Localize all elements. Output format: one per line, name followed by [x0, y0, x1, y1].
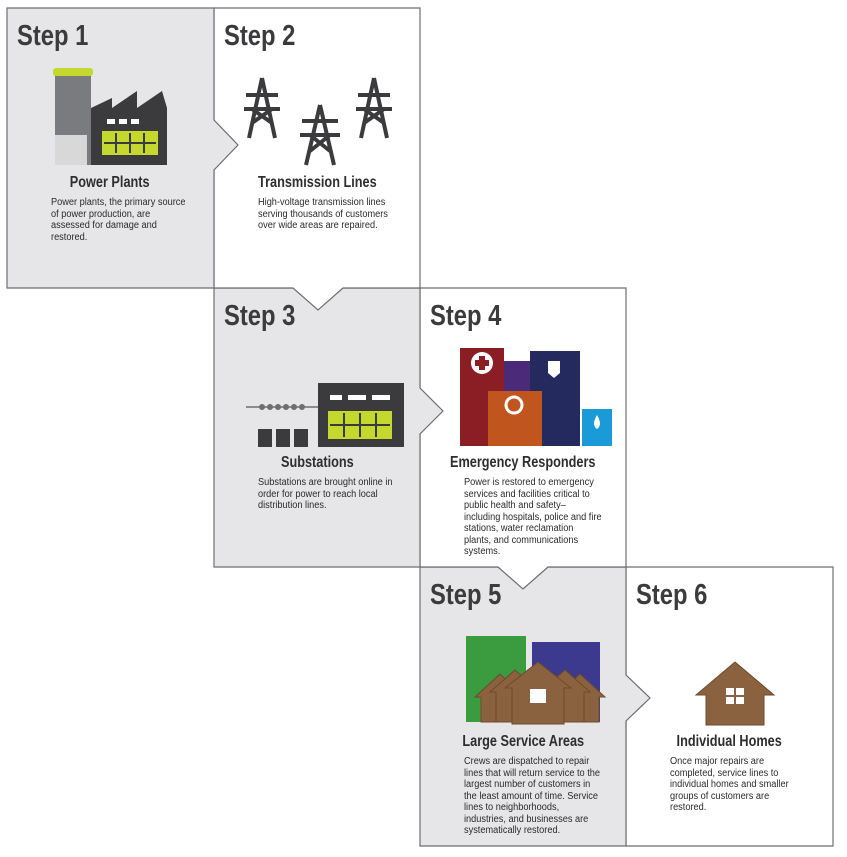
step-4: Step 4 Emergency Responders Power is res… [420, 288, 626, 567]
step-description: High-voltage transmission lines serving … [258, 197, 388, 231]
step-title: Substations [280, 454, 354, 471]
step-description: Substations are brought online in order … [258, 477, 393, 511]
step-title: Individual Homes [676, 733, 782, 750]
step-title: Transmission Lines [257, 174, 377, 191]
step-number: Step 3 [224, 300, 296, 332]
step-number: Step 5 [430, 579, 502, 611]
panel-step-2 [213, 7, 421, 311]
step-number: Step 4 [430, 300, 502, 332]
step-number: Step 6 [636, 579, 708, 611]
step-2: Step 2 Transmission Lines High-voltage t… [214, 8, 420, 287]
step-description: Power is restored to emergency services … [464, 477, 602, 557]
house-icon [694, 661, 776, 726]
substation-icon [246, 383, 404, 447]
step-3: Step 3 Substations Substations are broug… [214, 288, 420, 567]
step-6: Step 6 Individual Homes Once major repai… [626, 567, 832, 846]
step-description: Crews are dispatched to repair lines tha… [464, 756, 601, 836]
step-5: Step 5 Large Service Areas Crews are dis… [420, 567, 626, 846]
step-description: Power plants, the primary source of powe… [51, 197, 186, 243]
step-number: Step 2 [224, 20, 296, 52]
step-title: Large Service Areas [462, 733, 584, 750]
transmission-tower-icon [244, 77, 392, 166]
neighborhood-icon [466, 636, 607, 725]
emergency-buildings-icon [460, 348, 612, 446]
step-1: Step 1 Power Plants Power plants, the pr… [7, 8, 213, 287]
step-description: Once major repairs are completed, servic… [670, 756, 789, 813]
step-title: Power Plants [70, 174, 150, 191]
step-title: Emergency Responders [450, 454, 596, 471]
power-plant-icon [53, 68, 167, 165]
step-number: Step 1 [17, 20, 89, 52]
